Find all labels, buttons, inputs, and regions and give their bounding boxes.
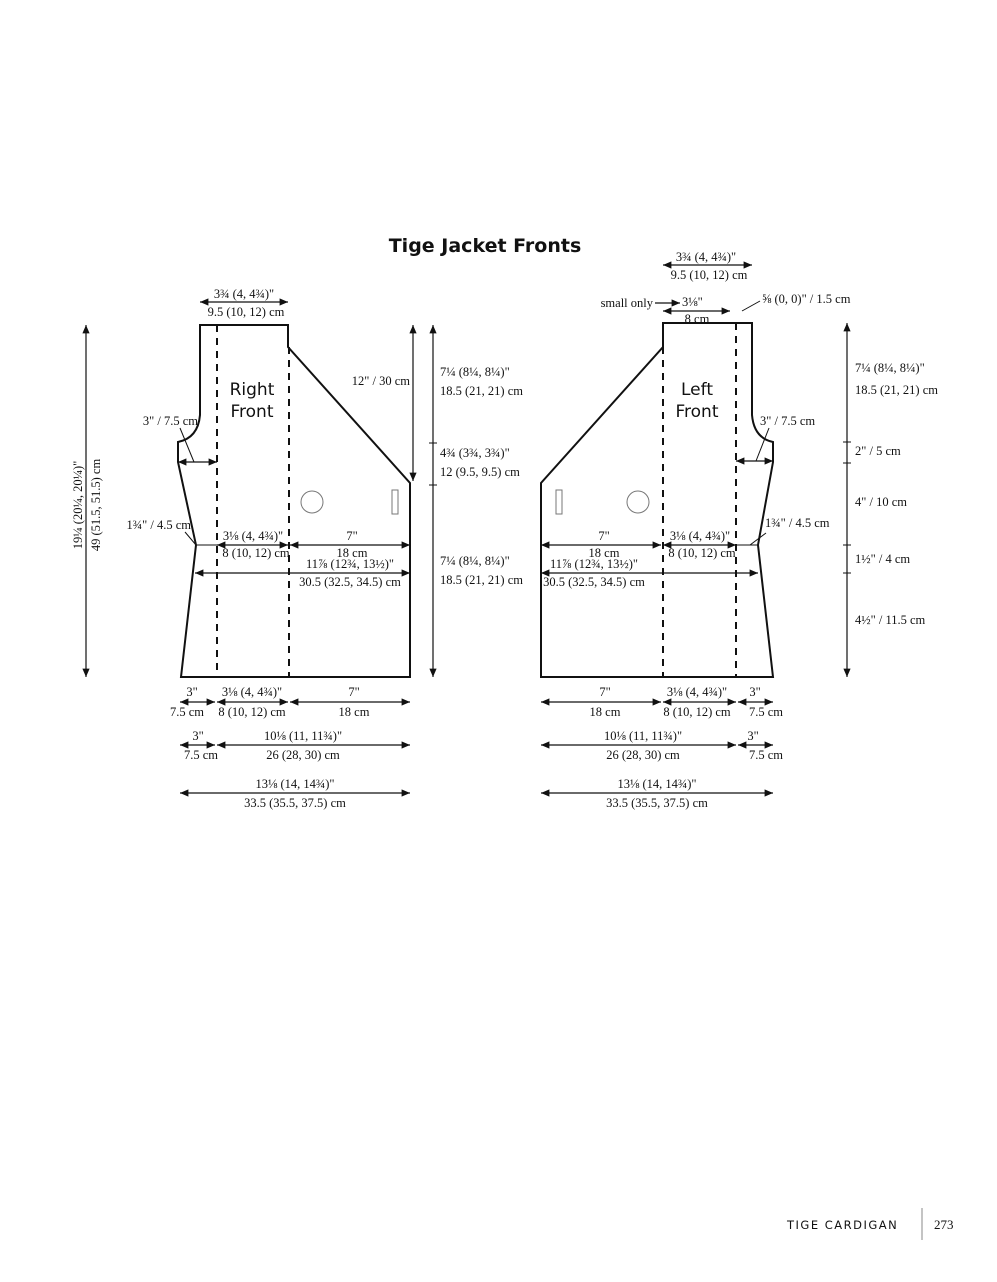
right-front-outline — [177, 324, 411, 678]
dim-label: 4" / 10 cm — [855, 495, 907, 509]
dim-label: 3⅛ (4, 4¾)" — [223, 529, 283, 543]
dim-label: 26 (28, 30) cm — [606, 748, 680, 762]
dim-label: 8 cm — [685, 312, 710, 326]
left-front-piece: Left Front 3¾ (4, 4¾)" 9.5 (10, 12) cm s… — [540, 250, 938, 810]
dim-label: 3⅛ (4, 4¾)" — [670, 529, 730, 543]
dim-label: 11⅞ (12¾, 13½)" — [306, 557, 394, 571]
piece-label: Front — [231, 402, 274, 422]
dim-label: 3⅛ (4, 4¾)" — [222, 685, 282, 699]
dim-label: 49 (51.5, 51.5) cm — [89, 459, 103, 552]
dim-label: 3" — [747, 729, 758, 743]
dim-label: 4½" / 11.5 cm — [855, 613, 926, 627]
dim-label: 26 (28, 30) cm — [266, 748, 340, 762]
dim-label: 33.5 (35.5, 37.5) cm — [244, 796, 346, 810]
dim-label: 7.5 cm — [170, 705, 204, 719]
diagram-title: Tige Jacket Fronts — [389, 235, 582, 257]
dim-label: 10⅛ (11, 11¾)" — [264, 729, 342, 743]
dim-label: 7¼ (8¼, 8¼)" — [440, 554, 510, 568]
left-front-outline — [540, 322, 775, 678]
dim-label: 7.5 cm — [749, 705, 783, 719]
dim-label: 13⅛ (14, 14¾)" — [617, 777, 696, 791]
buttonhole-rect — [391, 489, 399, 515]
dim-label: ⅝ (0, 0)" / 1.5 cm — [762, 292, 851, 306]
dim-label: 7" — [348, 685, 359, 699]
running-footer: TIGE CARDIGAN — [786, 1218, 898, 1232]
dim-label: 7¼ (8¼, 8¼)" — [855, 361, 925, 375]
dim-label: 7" — [598, 529, 609, 543]
dim-label: 18.5 (21, 21) cm — [440, 384, 523, 398]
dim-label: 19¼ (20¼, 20¼)" — [71, 461, 85, 549]
page-number: 273 — [934, 1217, 954, 1232]
piece-label: Right — [230, 380, 275, 400]
dim-label: 13⅛ (14, 14¾)" — [255, 777, 334, 791]
dim-label: 3" / 7.5 cm — [760, 414, 815, 428]
dim-label: 3" / 7.5 cm — [143, 414, 198, 428]
dim-label: 10⅛ (11, 11¾)" — [604, 729, 682, 743]
piece-label: Front — [676, 402, 719, 422]
dim-label: 3⅛ (4, 4¾)" — [667, 685, 727, 699]
dim-label: 18 cm — [590, 705, 621, 719]
dim-label: 7¼ (8¼, 8¼)" — [440, 365, 510, 379]
dim-label: 3⅛" — [682, 295, 703, 309]
dim-label: 12 (9.5, 9.5) cm — [440, 465, 520, 479]
dim-label: 33.5 (35.5, 37.5) cm — [606, 796, 708, 810]
dim-label: 18.5 (21, 21) cm — [855, 383, 938, 397]
dim-label: 18 cm — [337, 546, 368, 560]
dim-label: 8 (10, 12) cm — [218, 705, 286, 719]
dim-label: 1¾" / 4.5 cm — [127, 518, 192, 532]
dim-label: small only — [601, 296, 654, 310]
dim-label: 11⅞ (12¾, 13½)" — [550, 557, 638, 571]
dim-label: 2" / 5 cm — [855, 444, 901, 458]
right-front-piece: Right Front 3¾ (4, 4¾)" 9.5 (10, 12) cm … — [71, 287, 523, 810]
dim-label: 4¾ (3¾, 3¾)" — [440, 446, 510, 460]
dim-label: 3¾ (4, 4¾)" — [214, 287, 274, 301]
dim-label: 7.5 cm — [749, 748, 783, 762]
dim-label: 18 cm — [589, 546, 620, 560]
dim-label: 30.5 (32.5, 34.5) cm — [299, 575, 401, 589]
dim-label: 30.5 (32.5, 34.5) cm — [543, 575, 645, 589]
dim-label: 12" / 30 cm — [352, 374, 410, 388]
piece-label: Left — [681, 380, 713, 400]
dim-label: 7" — [599, 685, 610, 699]
dim-label: 8 (10, 12) cm — [668, 546, 736, 560]
dim-label: 3" — [749, 685, 760, 699]
dim-label: 18.5 (21, 21) cm — [440, 573, 523, 587]
button-circle — [300, 490, 324, 514]
dim-label: 1¾" / 4.5 cm — [765, 516, 830, 530]
dim-label: 9.5 (10, 12) cm — [208, 305, 285, 319]
buttonhole-rect — [555, 489, 563, 515]
button-circle — [626, 490, 650, 514]
dim-label: 8 (10, 12) cm — [663, 705, 731, 719]
dim-label: 3" — [192, 729, 203, 743]
dim-label: 8 (10, 12) cm — [222, 546, 290, 560]
dim-label: 18 cm — [339, 705, 370, 719]
dim-label: 7" — [346, 529, 357, 543]
dim-label: 9.5 (10, 12) cm — [671, 268, 748, 282]
dim-label: 7.5 cm — [184, 748, 218, 762]
dim-label: 1½" / 4 cm — [855, 552, 910, 566]
dim-label: 3¾ (4, 4¾)" — [676, 250, 736, 264]
dim-label: 3" — [186, 685, 197, 699]
